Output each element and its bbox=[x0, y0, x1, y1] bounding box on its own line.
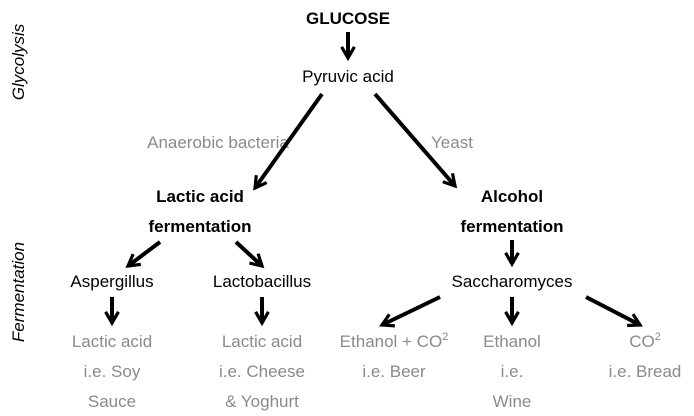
fermentation-label: Fermentation bbox=[9, 242, 28, 342]
alcohol-fermentation-line1: Alcohol bbox=[481, 187, 543, 206]
superscript: 2 bbox=[442, 331, 448, 343]
product-line: Sauce bbox=[88, 392, 136, 411]
product-line: i.e. Cheese bbox=[219, 362, 305, 381]
lactic-fermentation-line1: Lactic acid bbox=[156, 187, 244, 206]
product-line: & Yoghurt bbox=[225, 392, 299, 411]
arrow-to-lactobacillus bbox=[234, 240, 265, 269]
arrow-to-beer bbox=[379, 295, 441, 328]
product-line: Lactic acid bbox=[222, 332, 302, 351]
superscript: 2 bbox=[655, 331, 661, 343]
co-text: CO bbox=[629, 332, 655, 351]
product-bread: CO2 i.e. Bread bbox=[609, 331, 682, 381]
saccharomyces-node: Saccharomyces bbox=[452, 272, 573, 291]
product-line: Ethanol bbox=[483, 332, 541, 351]
product-line: Ethanol + CO2 bbox=[340, 331, 449, 351]
product-cheese-yoghurt: Lactic acid i.e. Cheese & Yoghurt bbox=[219, 332, 305, 411]
lactobacillus-node: Lactobacillus bbox=[213, 272, 311, 291]
aspergillus-node: Aspergillus bbox=[70, 272, 153, 291]
alcohol-fermentation-line2: fermentation bbox=[461, 217, 564, 236]
product-line: i.e. Bread bbox=[609, 362, 682, 381]
product-beer: Ethanol + CO2 i.e. Beer bbox=[340, 331, 449, 381]
yeast-label: Yeast bbox=[431, 133, 473, 152]
product-soy-sauce: Lactic acid i.e. Soy Sauce bbox=[72, 332, 152, 411]
arrow-to-lactic bbox=[253, 92, 324, 191]
anaerobic-bacteria-label: Anaerobic bacteria bbox=[147, 133, 289, 152]
product-line: Wine bbox=[493, 392, 532, 411]
arrow-to-aspergillus bbox=[125, 240, 162, 268]
arrow-to-bread bbox=[585, 295, 643, 328]
glycolysis-label: Glycolysis bbox=[9, 23, 28, 100]
product-line: i.e. bbox=[501, 362, 524, 381]
product-line: i.e. Soy bbox=[84, 362, 141, 381]
product-line: Lactic acid bbox=[72, 332, 152, 351]
glucose-node: GLUCOSE bbox=[306, 9, 390, 28]
product-line: i.e. Beer bbox=[362, 362, 426, 381]
product-line: CO2 bbox=[629, 331, 661, 351]
lactic-fermentation-line2: fermentation bbox=[149, 217, 252, 236]
product-wine: Ethanol i.e. Wine bbox=[483, 332, 541, 411]
arrow-to-alcohol bbox=[373, 92, 458, 189]
ethanol-co-text: Ethanol + CO bbox=[340, 332, 443, 351]
pyruvic-acid-node: Pyruvic acid bbox=[302, 67, 394, 86]
